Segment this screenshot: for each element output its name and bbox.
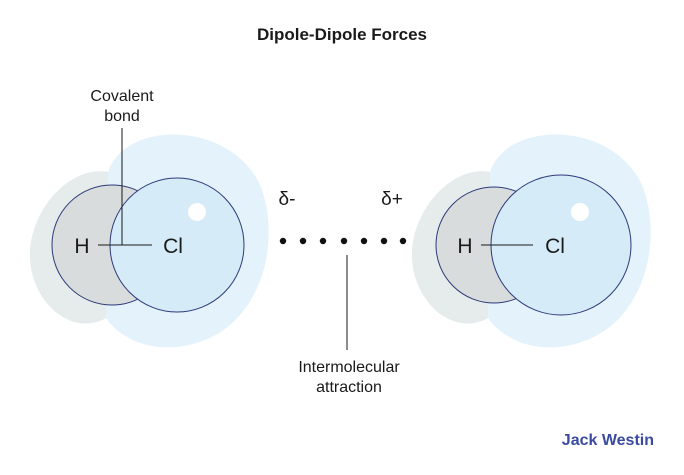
highlight-left [188,203,206,221]
hydrogen-label-right: H [457,235,472,258]
dot [360,237,368,245]
hydrogen-label-left: H [74,235,89,258]
covalent-bond-label-line2: bond [104,108,140,125]
highlight-right [571,203,589,221]
dot [380,237,388,245]
diagram-title: Dipole-Dipole Forces [257,25,427,44]
dot [299,237,307,245]
chlorine-label-right: Cl [545,235,565,258]
intermolecular-label-line2: attraction [316,379,382,396]
chlorine-label-left: Cl [163,235,183,258]
covalent-bond-label-line1: Covalent [90,88,154,105]
dot [319,237,327,245]
dot [340,237,348,245]
intermolecular-dots [279,237,407,245]
molecule-left: H Cl [30,134,269,348]
intermolecular-label-line1: Intermolecular [298,359,400,376]
brand-logo-text: Jack Westin [562,432,654,449]
dot [399,237,407,245]
partial-negative-label: δ- [279,189,296,210]
molecule-right: H Cl [412,134,651,348]
dot [279,237,287,245]
partial-positive-label: δ+ [381,189,403,210]
